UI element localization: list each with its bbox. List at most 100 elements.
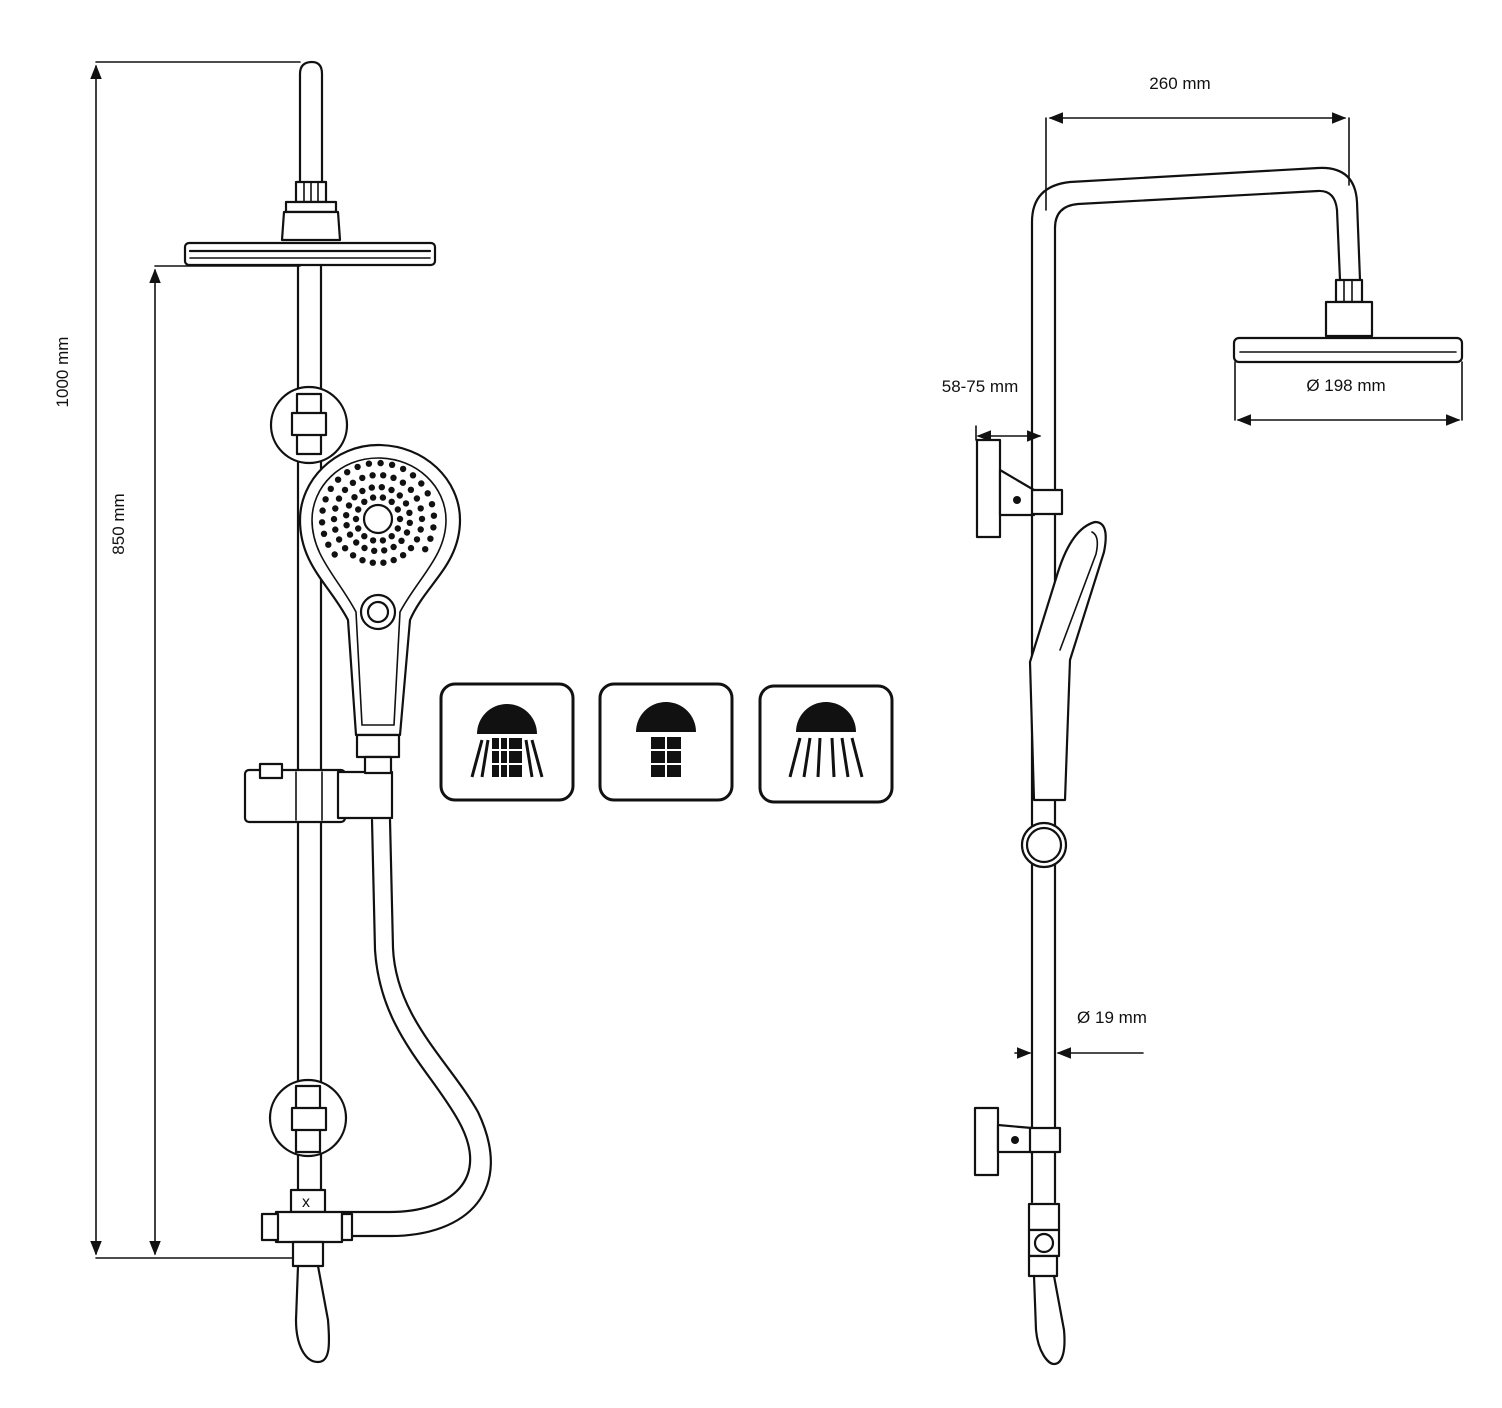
nozzle-dot <box>388 498 395 505</box>
nozzle-dot <box>353 539 360 546</box>
nozzle-dot <box>331 551 338 558</box>
nozzle-dot <box>332 505 339 512</box>
nozzle-dot <box>428 501 436 508</box>
hand-shower-nozzles <box>318 459 438 566</box>
nozzle-dot <box>396 515 404 523</box>
side-lower-wall-bracket <box>973 1106 1062 1177</box>
arm-length-dimension: 260 mm <box>1045 74 1350 211</box>
nozzle-dot <box>380 559 387 566</box>
nozzle-dot <box>359 557 366 564</box>
nozzle-dot <box>417 526 424 533</box>
side-upper-wall-bracket <box>975 438 1064 539</box>
nozzle-dot <box>381 547 388 554</box>
nozzle-dot <box>390 543 397 551</box>
pipe-diameter-label: Ø 19 mm <box>1077 1008 1147 1027</box>
nozzle-dot <box>406 519 413 526</box>
nozzle-dot <box>355 506 362 513</box>
side-view: 260 mm Ø 198 mm 58-75 mm <box>942 74 1464 1366</box>
nozzle-dot <box>369 472 376 479</box>
nozzle-dot <box>349 552 357 559</box>
slider-holder <box>243 755 394 824</box>
spray-mode-icons <box>439 682 894 804</box>
nozzle-dot <box>361 544 368 552</box>
grid-spray-icon <box>598 682 734 802</box>
nozzle-dot <box>394 506 401 513</box>
nozzle-dot <box>407 544 415 552</box>
side-rain-shower-head: Ø 198 mm <box>1232 336 1464 426</box>
nozzle-dot <box>390 556 397 564</box>
nozzle-dot <box>320 530 328 537</box>
nozzle-dot <box>388 461 396 468</box>
nozzle-dot <box>427 535 434 542</box>
nozzle-dot <box>413 536 421 543</box>
nozzle-dot <box>417 505 424 512</box>
nozzle-dot <box>377 459 384 467</box>
nozzle-dot <box>359 474 366 482</box>
nozzle-dot <box>346 531 354 538</box>
nozzle-dot <box>394 525 401 532</box>
nozzle-dot <box>402 500 410 507</box>
nozzle-dot <box>341 486 349 494</box>
nozzle-dot <box>354 463 361 471</box>
wall-offset-label: 58-75 mm <box>942 377 1019 396</box>
nozzle-dot <box>399 552 407 559</box>
nozzle-dot <box>379 537 387 544</box>
nozzle-dot <box>325 541 332 548</box>
nozzle-dot <box>341 545 349 552</box>
nozzle-dot <box>388 486 395 494</box>
nozzle-dot <box>345 502 353 509</box>
nozzle-dot <box>430 524 437 531</box>
side-overhead-arm <box>1030 166 1374 492</box>
bar-height-label: 850 mm <box>109 493 128 554</box>
nozzle-dot <box>371 547 378 554</box>
nozzle-dot <box>351 494 358 501</box>
upper-wall-bracket <box>269 385 349 465</box>
bar-height-dimension: 850 mm <box>109 265 301 1256</box>
nozzle-dot <box>398 537 405 544</box>
rain-spray-icon <box>758 684 894 804</box>
nozzle-dot <box>369 537 377 544</box>
nozzle-dot <box>388 533 395 540</box>
nozzle-dot <box>335 536 343 543</box>
nozzle-dot <box>352 515 360 523</box>
nozzle-dot <box>407 486 415 493</box>
hand-shower <box>298 443 462 759</box>
front-view: 1000 mm 850 mm <box>53 60 492 1364</box>
side-hand-shower <box>1020 520 1107 869</box>
nozzle-dot <box>327 485 334 492</box>
wall-offset-dimension: 58-75 mm <box>942 377 1042 442</box>
nozzle-dot <box>334 476 342 483</box>
nozzle-dot <box>322 496 329 503</box>
nozzle-dot <box>413 495 421 502</box>
rain-grid-spray-icon <box>439 682 575 802</box>
nozzle-dot <box>380 472 387 479</box>
nozzle-dot <box>361 498 368 505</box>
nozzle-dot <box>422 546 429 553</box>
nozzle-dot <box>343 522 350 529</box>
nozzle-dot <box>369 494 377 501</box>
head-diameter-label: Ø 198 mm <box>1306 376 1385 395</box>
nozzle-dot <box>399 465 407 473</box>
total-height-dimension: 1000 mm <box>53 61 301 1259</box>
nozzle-dot <box>378 484 385 491</box>
nozzle-dot <box>344 469 351 476</box>
nozzle-dot <box>335 495 343 502</box>
side-diverter-valve <box>1027 1202 1066 1366</box>
nozzle-dot <box>424 490 431 497</box>
nozzle-dot <box>365 460 373 467</box>
nozzle-dot <box>332 526 339 533</box>
nozzle-dot <box>418 515 426 523</box>
nozzle-dot <box>409 472 417 479</box>
nozzle-dot <box>343 512 350 519</box>
nozzle-dot <box>318 519 326 526</box>
pipe-diameter-dimension: Ø 19 mm <box>1014 1008 1147 1059</box>
nozzle-dot <box>368 484 375 491</box>
diverter-valve: x <box>260 1188 354 1364</box>
nozzle-dot <box>399 479 407 486</box>
shower-hose <box>340 818 492 1238</box>
nozzle-dot <box>359 487 366 495</box>
nozzle-dot <box>349 479 357 486</box>
nozzle-dot <box>430 512 438 519</box>
nozzle-dot <box>319 507 326 514</box>
